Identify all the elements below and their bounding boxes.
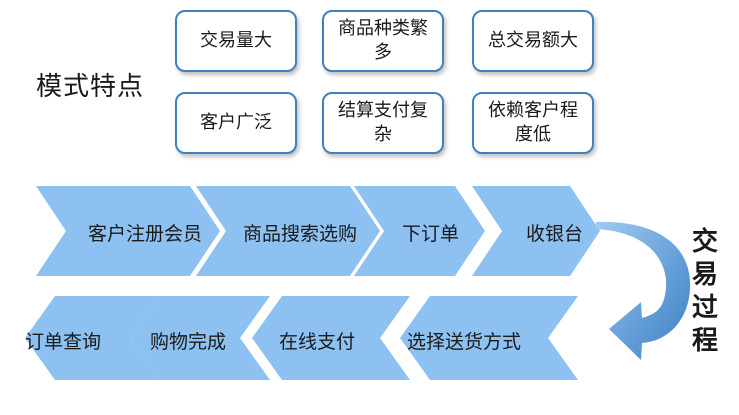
step-label-checkout: 收银台 bbox=[526, 223, 584, 245]
chevron-step-4 bbox=[472, 186, 600, 276]
process-title: 交易过程 bbox=[691, 227, 718, 356]
chevron-step-7 bbox=[130, 296, 270, 380]
step-label-payment: 在线支付 bbox=[279, 331, 356, 353]
chevron-step-3 bbox=[354, 186, 485, 276]
chevron-step-8 bbox=[25, 296, 160, 380]
feature-box-total-amount: 总交易额大 bbox=[472, 10, 594, 72]
chevron-step-5 bbox=[400, 296, 578, 380]
chevron-step-6 bbox=[252, 296, 410, 380]
return-arrow bbox=[596, 221, 691, 360]
feature-box-broad-customers: 客户广泛 bbox=[175, 92, 297, 154]
feature-box-product-variety: 商品种类繁多 bbox=[322, 10, 444, 72]
step-label-register: 客户注册会员 bbox=[88, 223, 203, 245]
step-label-search: 商品搜索选购 bbox=[243, 223, 358, 245]
feature-box-low-dependency: 依赖客户程度低 bbox=[472, 92, 594, 154]
chevron-step-2 bbox=[196, 186, 380, 276]
section-title: 模式特点 bbox=[36, 72, 145, 102]
feature-box-complex-payment: 结算支付复杂 bbox=[322, 92, 444, 154]
step-label-complete: 购物完成 bbox=[150, 331, 227, 353]
feature-box-trade-volume: 交易量大 bbox=[175, 10, 297, 72]
chevron-step-1 bbox=[36, 186, 220, 276]
step-label-order: 下订单 bbox=[402, 223, 460, 245]
step-label-query: 订单查询 bbox=[25, 331, 102, 353]
step-label-delivery: 选择送货方式 bbox=[407, 331, 522, 353]
